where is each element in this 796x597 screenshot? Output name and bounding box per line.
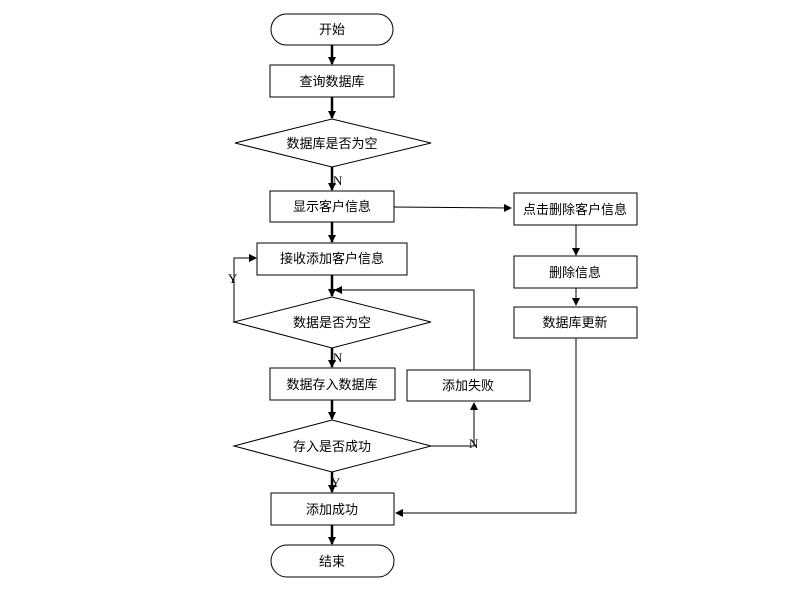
edge-label-db-empty-no: N — [333, 173, 343, 188]
node-query-db-label: 查询数据库 — [299, 74, 364, 90]
edge-failed-back-loop — [334, 286, 475, 370]
node-data-empty-label: 数据是否为空 — [293, 316, 371, 331]
node-db-update-label: 数据库更新 — [542, 315, 607, 331]
node-receive-add: 接收添加客户信息 — [256, 242, 408, 276]
node-add-success: 添加成功 — [270, 492, 395, 526]
node-start: 开始 — [270, 13, 394, 46]
node-add-failed-label: 添加失败 — [442, 379, 494, 394]
node-data-empty-decision: 数据是否为空 — [232, 296, 432, 349]
edges — [233, 45, 580, 545]
node-delete-info-label: 删除信息 — [549, 265, 601, 281]
node-click-delete-label: 点击删除客户信息 — [523, 202, 627, 218]
edge-show-to-clickdelete — [393, 203, 512, 212]
edge-label-data-empty-yes: Y — [228, 271, 238, 286]
node-save-success-decision: 存入是否成功 — [232, 419, 433, 473]
node-add-success-label: 添加成功 — [306, 503, 358, 518]
node-show-info: 显示客户信息 — [269, 190, 395, 223]
edge-label-save-fail-no: N — [469, 436, 479, 451]
edge-dataempty-yes-loop — [233, 254, 257, 322]
node-save-db-label: 数据存入数据库 — [286, 377, 377, 393]
node-end: 结束 — [270, 544, 395, 578]
node-start-label: 开始 — [319, 23, 345, 38]
node-show-info-label: 显示客户信息 — [293, 199, 371, 215]
node-db-empty-label: 数据库是否为空 — [286, 136, 377, 152]
node-save-success-label: 存入是否成功 — [293, 440, 371, 455]
node-save-db: 数据存入数据库 — [269, 367, 396, 401]
node-end-label: 结束 — [319, 555, 345, 570]
node-add-failed: 添加失败 — [406, 369, 531, 402]
node-delete-info: 删除信息 — [513, 255, 638, 289]
node-query-db: 查询数据库 — [269, 64, 395, 98]
node-db-update: 数据库更新 — [513, 306, 638, 339]
edge-label-data-empty-no: N — [333, 350, 343, 365]
node-click-delete: 点击删除客户信息 — [513, 192, 638, 226]
node-receive-add-label: 接收添加客户信息 — [280, 251, 384, 267]
node-db-empty-decision: 数据库是否为空 — [234, 118, 432, 168]
edge-label-save-success-yes: Y — [331, 475, 341, 490]
edge-successq-no-to-failed — [431, 402, 478, 447]
edge-dbupdate-to-addsuccess — [395, 338, 577, 517]
